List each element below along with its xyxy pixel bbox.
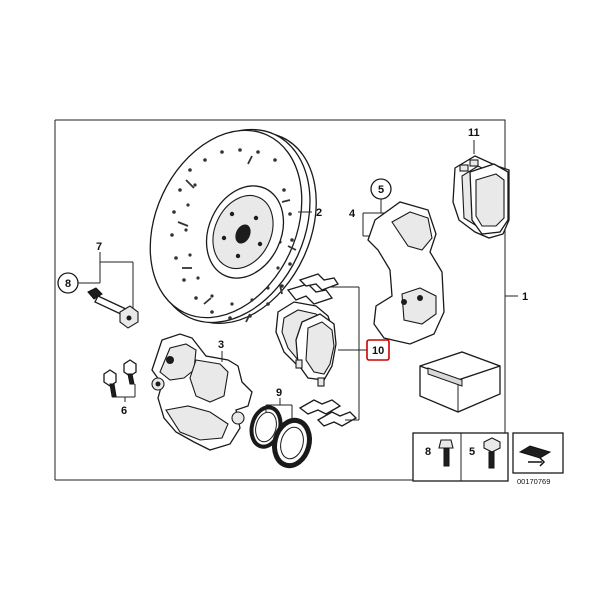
callout-9: 9 (276, 387, 282, 399)
callout-5: 5 (378, 184, 384, 196)
callout-6-bracket (111, 384, 136, 402)
caliper-carrier (367, 201, 445, 345)
callout-3: 3 (218, 339, 224, 351)
callout-7: 7 (96, 241, 102, 253)
callout-4: 4 (349, 208, 356, 220)
callout-10-highlight-box (366, 339, 390, 361)
main-frame (54, 119, 506, 481)
brake-disc (149, 128, 317, 324)
legend-bolt-icon-b (483, 437, 501, 469)
callout-1: 1 (522, 291, 528, 303)
callout-10-bracket (330, 286, 368, 421)
anti-rattle-clips-upper (286, 273, 339, 305)
brake-caliper (151, 333, 253, 451)
anti-rattle-clips-lower (298, 399, 358, 427)
package-box-icon (419, 351, 501, 413)
reference-box (512, 432, 564, 474)
brake-pad-set-11 (452, 155, 510, 239)
legend-bolt-icon-a (438, 439, 454, 467)
caliper-seals-9 (249, 405, 312, 469)
callout-7-8-bracket (57, 252, 134, 312)
guide-bolt (87, 287, 139, 329)
callout-6: 6 (121, 405, 127, 417)
callout-9-bracket (265, 398, 293, 420)
callout-11: 11 (468, 127, 480, 139)
legend-item-a-number: 8 (425, 446, 431, 458)
reference-number: 00170769 (517, 477, 550, 486)
callout-10: 10 (372, 345, 384, 357)
bleed-screws (103, 359, 137, 397)
callout-8: 8 (65, 278, 71, 290)
legend-item-b-number: 5 (469, 446, 475, 458)
callout-2: 2 (316, 207, 322, 219)
brake-pads-10 (275, 301, 337, 387)
